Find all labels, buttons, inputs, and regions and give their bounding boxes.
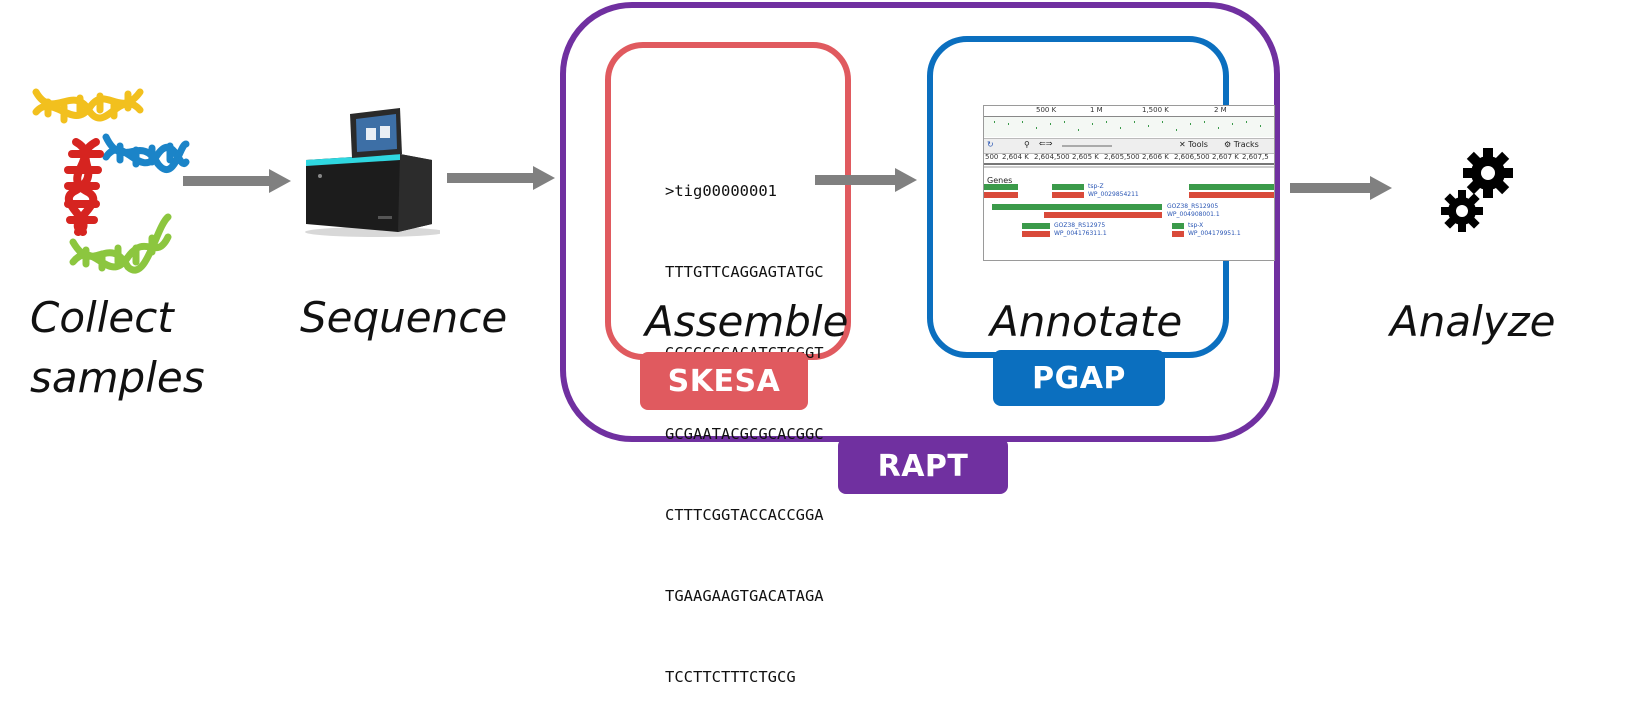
- browser-ruler: 500 K 1 M 1,500 K 2 M: [984, 106, 1274, 117]
- assemble-label: Assemble: [645, 297, 849, 346]
- gene-bar[interactable]: [1189, 192, 1274, 198]
- gene-bar[interactable]: [1172, 231, 1184, 237]
- tools-menu[interactable]: ✕ Tools: [1179, 140, 1208, 149]
- browser-toolbar: ↻ ⚲ ⇐⇒ ✕ Tools ⚙ Tracks: [984, 138, 1274, 154]
- gene-label: tsp-Z: [1088, 183, 1104, 190]
- gene-bar[interactable]: [1022, 223, 1050, 229]
- gene-label: WP_004908001.1: [1167, 211, 1220, 218]
- genes-track-title: Genes: [987, 176, 1013, 185]
- pgap-badge: PGAP: [993, 350, 1165, 406]
- gene-bar[interactable]: [1052, 184, 1084, 190]
- nav-arrows-icon[interactable]: ⇐⇒: [1039, 139, 1053, 148]
- gene-label: WP_004176311.1: [1054, 230, 1107, 237]
- gene-label: GOZ38_RS12905: [1167, 203, 1219, 210]
- gene-label: GOZ38_RS12975: [1054, 222, 1106, 229]
- analyze-label: Analyze: [1390, 297, 1556, 346]
- zoom-icon[interactable]: ⚲: [1024, 140, 1030, 149]
- genome-browser-thumbnail: 500 K 1 M 1,500 K 2 M ↻ ⚲ ⇐⇒ ✕ Tools ⚙: [983, 105, 1275, 261]
- sequence-label: Sequence: [300, 293, 508, 342]
- gene-bar[interactable]: [1172, 223, 1184, 229]
- gene-label: WP_004179951.1: [1188, 230, 1241, 237]
- gene-bar[interactable]: [1022, 231, 1050, 237]
- arrow-to-analyze: [1290, 176, 1392, 200]
- collect-samples-label: Collect samples: [30, 293, 205, 402]
- fasta-line: CTTTCGGTACCACCGGA: [665, 506, 824, 524]
- sequencer-icon: [305, 108, 440, 237]
- skesa-badge: SKESA: [640, 352, 808, 410]
- fasta-line: TCCTTCTTTCTGCG: [665, 668, 796, 686]
- annotate-label: Annotate: [990, 297, 1183, 346]
- fasta-line: TTTGTTCAGGAGTATGC: [665, 263, 824, 281]
- zoom-slider[interactable]: [1062, 145, 1112, 147]
- fasta-sequence: >tig00000001 TTTGTTCAGGAGTATGC GCCGCCGAC…: [665, 124, 824, 718]
- divider: [984, 166, 1274, 168]
- browser-density-track: [984, 117, 1274, 137]
- arrow-assemble-to-annotate: [815, 168, 917, 192]
- tracks-menu[interactable]: ⚙ Tracks: [1224, 140, 1259, 149]
- fasta-line: TGAAGAAGTGACATAGA: [665, 587, 824, 605]
- gene-label: tsp-X: [1188, 222, 1204, 229]
- gene-label: WP_0029854211: [1088, 191, 1139, 198]
- wrench-icon: ✕: [1179, 140, 1186, 149]
- arrow-collect-to-sequence: [183, 169, 291, 193]
- dna-icon: [32, 88, 190, 274]
- arrow-sequence-to-assemble: [447, 166, 555, 190]
- gene-bar[interactable]: [1052, 192, 1084, 198]
- assemble-box: [605, 42, 851, 360]
- gene-bar[interactable]: [1189, 184, 1274, 190]
- gears-icon: [1441, 148, 1513, 232]
- gear-icon: ⚙: [1224, 140, 1232, 149]
- fasta-line: >tig00000001: [665, 182, 777, 200]
- gene-bar[interactable]: [1044, 212, 1162, 218]
- refresh-icon[interactable]: ↻: [987, 140, 994, 149]
- gene-bar[interactable]: [992, 204, 1162, 210]
- fasta-line: GCGAATACGCGCACGGC: [665, 425, 824, 443]
- gene-bar[interactable]: [984, 184, 1018, 190]
- gene-bar[interactable]: [984, 192, 1018, 198]
- rapt-badge: RAPT: [838, 438, 1008, 494]
- browser-coordinates: 500 2,604 K 2,604,500 2,605 K 2,605,500 …: [984, 153, 1274, 165]
